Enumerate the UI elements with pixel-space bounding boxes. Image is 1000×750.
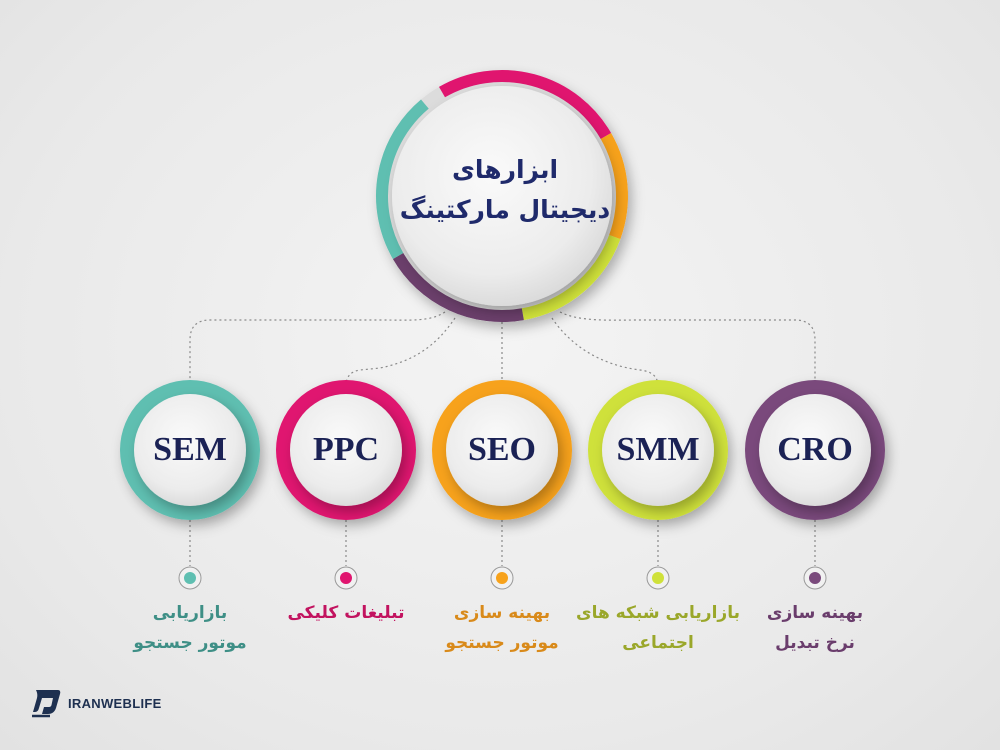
center-ring-segment-teal — [376, 99, 429, 259]
connector-cro — [559, 311, 816, 380]
caption-ppc-line1: تبلیغات کلیکی — [287, 603, 405, 623]
node-disc-ppc — [290, 394, 402, 506]
center-ring-segment-lime — [521, 234, 621, 321]
center-title-line1: ابزارهای — [451, 155, 559, 184]
caption-cro-line1: بهینه سازی — [766, 603, 864, 623]
caption-ppc: تبلیغات کلیکی — [261, 598, 431, 628]
bullet-dot-ppc — [340, 572, 352, 584]
caption-sem-line1: بازاریابی — [152, 603, 228, 623]
connector-ppc — [345, 317, 456, 392]
center-disc — [392, 86, 612, 306]
caption-sem: بازاریابی موتور جستجو — [105, 598, 275, 658]
center-title-line2: دیجیتال مارکتینگ — [399, 195, 611, 224]
brand-name: IRANWEBLIFE — [68, 695, 162, 711]
center-node — [376, 70, 628, 322]
node-label-cro: CRO — [777, 431, 853, 468]
caption-cro: بهینه سازی نرخ تبدیل — [730, 598, 900, 658]
caption-smm-line1: بازاریابی شبکه های — [576, 603, 740, 623]
iranweblife-logo-icon — [32, 690, 61, 718]
caption-seo: بهینه سازی موتور جستجو — [417, 598, 587, 658]
caption-cro-line2: نرخ تبدیل — [775, 633, 855, 653]
caption-seo-line2: موتور جستجو — [445, 633, 559, 653]
brand-logo[interactable]: IRANWEBLIFE — [30, 686, 162, 720]
center-ring-segment-magenta — [439, 70, 612, 140]
node-label-sem: SEM — [153, 431, 227, 468]
center-ring — [376, 70, 628, 322]
connector-smm — [551, 317, 659, 392]
caption-seo-line1: بهینه سازی — [453, 603, 551, 623]
caption-sem-line2: موتور جستجو — [133, 633, 247, 653]
center-title: ابزارهای دیجیتال مارکتینگ — [390, 150, 620, 230]
center-ring-segment-purple — [392, 252, 524, 322]
node-disc-smm — [602, 394, 714, 506]
node-label-smm: SMM — [616, 431, 700, 468]
center-ring-segment-orange — [600, 133, 628, 240]
bullet-dot-cro — [809, 572, 821, 584]
node-group — [120, 380, 885, 590]
connector-sem — [189, 311, 446, 380]
node-disc-sem — [134, 394, 246, 506]
connectors — [189, 311, 816, 566]
node-label-ppc: PPC — [312, 431, 380, 468]
caption-smm: بازاریابی شبکه های اجتماعی — [573, 598, 743, 658]
bullet-dot-smm — [652, 572, 664, 584]
bullet-dot-seo — [496, 572, 508, 584]
node-disc-cro — [759, 394, 871, 506]
node-disc-seo — [446, 394, 558, 506]
node-label-seo: SEO — [467, 431, 537, 468]
caption-smm-line2: اجتماعی — [622, 633, 694, 653]
bullet-dot-sem — [184, 572, 196, 584]
